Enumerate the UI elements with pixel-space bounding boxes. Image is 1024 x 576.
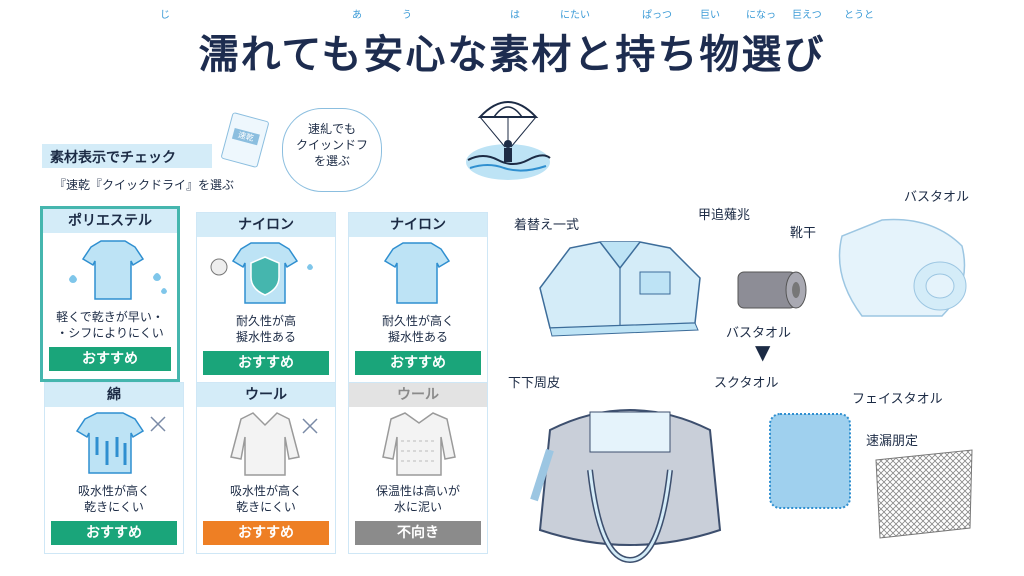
card-nylon-1: ナイロン 耐久性が高 擬水性ある おすすめ	[196, 212, 336, 384]
bubble-line-3: を選ぶ	[313, 154, 350, 168]
card-description: 耐久性が高く 擬水性ある	[349, 313, 487, 347]
desc-line: 吸水性が高く	[229, 484, 302, 498]
parachute-icon	[466, 101, 551, 180]
label-bag: 下下周皮	[508, 376, 561, 391]
sweater-icon	[197, 407, 335, 483]
rolled-towel-icon	[737, 271, 807, 309]
card-polyester: ポリエステル 軽くで乾きが早い・ ・シフによりにくい おすすめ	[40, 206, 180, 382]
ruby-6: ぱっつ	[642, 10, 672, 21]
bath-towel-icon	[838, 218, 967, 317]
desc-line: 保温性は高いが	[375, 484, 460, 498]
desc-line: 乾きにくい	[84, 500, 144, 514]
wet-tshirt-icon	[45, 407, 183, 483]
tag-text: 速乾	[231, 127, 260, 146]
tshirt-shield-icon	[197, 237, 335, 313]
page-title: 濡れても安心な素材と持ち物選び	[198, 32, 826, 78]
card-description: 吸水性が高く 乾きにくい	[45, 483, 183, 517]
unsuitable-badge: 不向き	[355, 521, 481, 545]
label-sports-towel: スクタオル	[714, 376, 779, 391]
label-face-towel: フェイスタオル	[852, 392, 943, 407]
ruby-2: あ	[352, 10, 362, 21]
label-mesh: 速漏朋定	[866, 434, 919, 449]
face-towel-icon	[769, 413, 851, 509]
material-check-note: 『速乾『クイックドライ』を選ぶ	[54, 178, 235, 192]
card-description: 耐久性が高 擬水性ある	[197, 313, 335, 347]
speech-bubble: 速糺でも クイッンドフ を選ぶ	[282, 108, 382, 192]
card-description: 軽くで乾きが早い・ ・シフによりにくい	[43, 309, 177, 343]
card-description: 吸水性が高く 乾きにくい	[197, 483, 335, 517]
quick-dry-tag-icon: 速乾	[220, 111, 270, 169]
label-clothes: 着替え一式	[514, 218, 580, 233]
card-title: ナイロン	[197, 213, 335, 237]
recommend-badge: おすすめ	[51, 521, 177, 545]
label-bath-towel-2: バスタオル	[726, 326, 792, 341]
ruby-5: にたい	[560, 10, 590, 21]
ruby-9: 巨えつ	[792, 10, 822, 21]
tshirt-icon	[349, 237, 487, 313]
ruby-4: は	[510, 10, 520, 21]
desc-line: 吸水性が高く	[77, 484, 150, 498]
desc-line: 擬水性ある	[235, 330, 296, 344]
desc-line: 乾きにくい	[236, 500, 296, 514]
card-title: ウール	[197, 383, 335, 407]
recommend-badge: おすすめ	[49, 347, 171, 371]
card-description: 保温性は高いが 水に泥い	[349, 483, 487, 517]
material-check-label: 素材表示でチェック	[42, 144, 212, 168]
ruby-3: う	[402, 10, 412, 21]
label-small-towel: 靴干	[790, 226, 817, 241]
bubble-line-2: クイッンドフ	[295, 138, 368, 152]
recommend-badge: おすすめ	[355, 351, 481, 375]
label-jacket: 甲追薙兆	[698, 208, 751, 223]
desc-line: 水に泥い	[393, 500, 442, 514]
bubble-line-1: 速糺でも	[307, 122, 356, 136]
ruby-10: とうと	[844, 10, 874, 21]
mesh-cloth-icon	[875, 449, 973, 539]
folded-shirt-icon	[539, 241, 701, 337]
desc-line: ・シフによりにくい	[56, 326, 164, 340]
card-cotton: 綿 吸水性が高く 乾きにくい おすすめ	[44, 382, 184, 554]
desc-line: 耐久性が高	[235, 314, 296, 328]
card-title: 綿	[45, 383, 183, 407]
card-wool-2: ウール 保温性は高いが 水に泥い 不向き	[348, 382, 488, 554]
desc-line: 軽くで乾きが早い・	[56, 310, 164, 324]
recommend-badge: おすすめ	[203, 521, 329, 545]
card-title: ウール	[349, 383, 487, 407]
card-wool-1: ウール 吸水性が高く 乾きにくい おすすめ	[196, 382, 336, 554]
recommend-badge: おすすめ	[203, 351, 329, 375]
card-title: ポリエステル	[43, 209, 177, 233]
duffel-bag-icon	[530, 409, 722, 564]
label-bath-towel: バスタオル	[904, 190, 970, 205]
desc-line: 耐久性が高く	[381, 314, 454, 328]
sweater-icon	[349, 407, 487, 483]
ruby-1: じ	[160, 10, 170, 21]
arrow-down-icon: ▼	[755, 340, 771, 364]
desc-line: 擬水性ある	[387, 330, 448, 344]
ruby-8: になっ	[746, 10, 776, 21]
card-title: ナイロン	[349, 213, 487, 237]
ruby-7: 巨い	[700, 10, 720, 21]
tshirt-icon	[43, 233, 177, 309]
card-nylon-2: ナイロン 耐久性が高く 擬水性ある おすすめ	[348, 212, 488, 384]
